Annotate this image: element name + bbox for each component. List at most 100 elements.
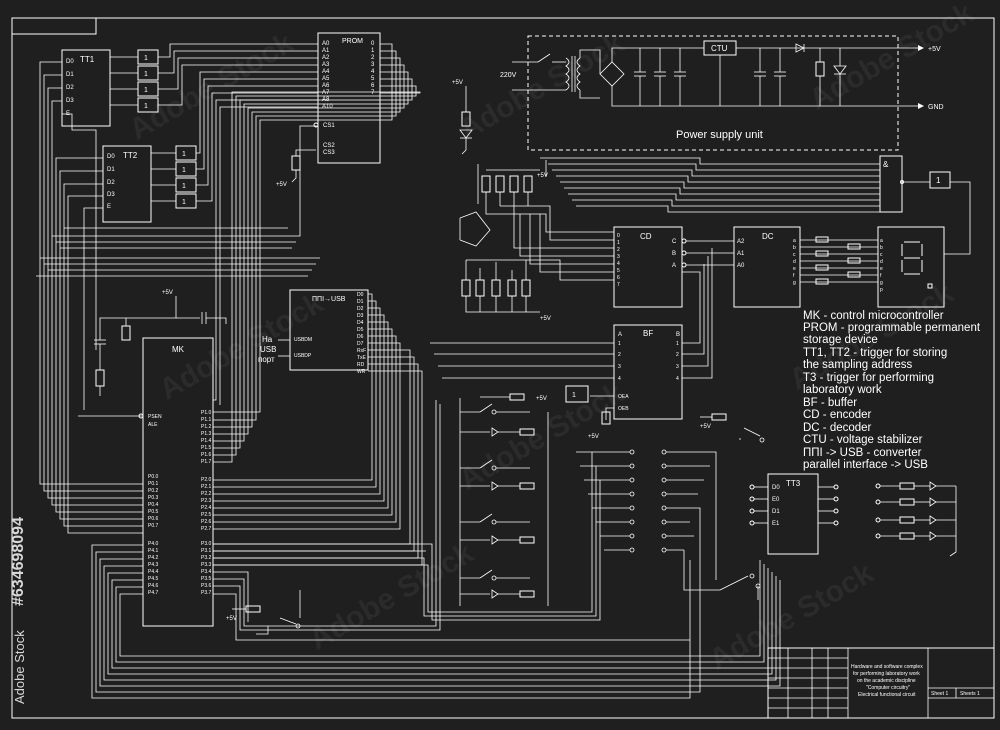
svg-text:2: 2	[371, 55, 375, 61]
svg-text:USBDP: USBDP	[294, 353, 312, 359]
svg-text:PROM: PROM	[342, 38, 363, 45]
svg-text:A5: A5	[322, 76, 330, 82]
ppi-usb-block: ППІ→USB D0 D1 D2 D3 D4 D5 D6 D7 RxF TxE …	[289, 289, 369, 375]
svg-text:on the academic discipline: on the academic discipline	[857, 678, 916, 684]
svg-text:E0: E0	[772, 497, 780, 503]
legend-line: T3 - trigger for performing	[803, 372, 935, 384]
legend-line: TT1, TT2 - trigger for storing	[803, 347, 948, 359]
legend-line: storage device	[803, 334, 878, 346]
svg-text:ППІ→USB: ППІ→USB	[312, 296, 346, 303]
svg-text:g: g	[793, 280, 796, 286]
tt3-block: TT3 D0 E0 D1 E1	[749, 473, 839, 555]
seven-segment-display: ab cd ef gp	[877, 181, 971, 308]
svg-text:P0.7: P0.7	[148, 523, 159, 529]
svg-text:p: p	[880, 287, 883, 293]
drawing-frame	[11, 17, 995, 719]
svg-text:+5V: +5V	[540, 316, 551, 322]
svg-text:TxE: TxE	[357, 355, 367, 361]
svg-text:B: B	[672, 251, 676, 257]
bf-switch	[700, 413, 765, 443]
svg-text:P3.7: P3.7	[201, 590, 212, 596]
svg-text:+5V: +5V	[276, 182, 287, 188]
svg-text:2: 2	[676, 352, 679, 358]
svg-text:GND: GND	[928, 104, 944, 111]
svg-text:A3: A3	[322, 62, 330, 68]
svg-text:D6: D6	[357, 334, 364, 340]
bottom-bus	[91, 400, 781, 699]
svg-text:B: B	[676, 332, 680, 338]
svg-text:P4.4: P4.4	[148, 569, 159, 575]
svg-text:P3.1: P3.1	[201, 548, 212, 554]
svg-text:b: b	[793, 245, 796, 251]
svg-text:P1.4: P1.4	[201, 438, 212, 444]
svg-text:2: 2	[618, 352, 621, 358]
svg-text:2: 2	[617, 247, 620, 253]
svg-text:3: 3	[618, 364, 621, 370]
svg-text:+5V: +5V	[162, 290, 173, 296]
and-gate: &	[879, 155, 930, 213]
svg-text:A6: A6	[322, 83, 330, 89]
legend-line: ППІ -> USB - converter	[803, 447, 922, 459]
svg-text:5: 5	[617, 268, 620, 274]
svg-text:3: 3	[676, 364, 679, 370]
switch-matrix	[576, 449, 761, 640]
svg-text:A: A	[672, 263, 676, 269]
svg-text:P4.6: P4.6	[148, 583, 159, 589]
svg-text:A2: A2	[737, 239, 745, 245]
svg-text:P1.3: P1.3	[201, 431, 212, 437]
prom-block: PROM A0 A1 A2 A3 A4 A5 A6 A7 A8 A10 0 1 …	[313, 32, 381, 164]
svg-text:P4.5: P4.5	[148, 576, 159, 582]
svg-text:P2.4: P2.4	[201, 505, 212, 511]
svg-text:c: c	[793, 252, 796, 258]
svg-text:P0.0: P0.0	[148, 474, 159, 480]
svg-text:P2.7: P2.7	[201, 526, 212, 532]
svg-text:D5: D5	[357, 327, 364, 333]
svg-text:a: a	[793, 238, 796, 244]
svg-text:e: e	[880, 266, 883, 272]
mk-switch	[232, 590, 301, 635]
svg-text:+5V: +5V	[928, 46, 941, 53]
legend-line: BF - buffer	[803, 397, 858, 409]
legend-line: DC - decoder	[803, 422, 872, 434]
svg-text:P0.6: P0.6	[148, 516, 159, 522]
svg-text:1: 1	[182, 151, 186, 158]
svg-text:P0.4: P0.4	[148, 502, 159, 508]
svg-text:D0: D0	[772, 485, 780, 491]
svg-text:+5V: +5V	[536, 396, 547, 402]
svg-text:TT1: TT1	[80, 55, 95, 64]
svg-text:P3.6: P3.6	[201, 583, 212, 589]
svg-text:+5V: +5V	[700, 424, 711, 430]
svg-text:1: 1	[144, 71, 148, 78]
svg-text:1: 1	[572, 392, 576, 399]
svg-text:RxF: RxF	[357, 348, 366, 354]
horizontal-bus	[36, 125, 320, 277]
svg-text:P0.2: P0.2	[148, 488, 159, 494]
svg-text:P4.0: P4.0	[148, 541, 159, 547]
legend-line: MK - control microcontroller	[803, 310, 944, 322]
svg-text:P1.6: P1.6	[201, 452, 212, 458]
svg-text:f: f	[880, 273, 882, 279]
bf-wires	[430, 248, 713, 420]
svg-text:CTU: CTU	[711, 44, 728, 53]
svg-text:P3.5: P3.5	[201, 576, 212, 582]
svg-text:&: &	[883, 160, 889, 169]
svg-text:A: A	[618, 332, 622, 338]
svg-text:CS1: CS1	[323, 123, 335, 129]
svg-text:1: 1	[182, 183, 186, 190]
svg-text:D2: D2	[66, 85, 74, 91]
svg-text:TT2: TT2	[123, 151, 138, 160]
svg-text:P1.7: P1.7	[201, 459, 212, 465]
svg-text:3: 3	[617, 254, 620, 260]
svg-text:P2.2: P2.2	[201, 491, 212, 497]
svg-text:A0: A0	[322, 41, 330, 47]
svg-text:A1: A1	[322, 48, 330, 54]
tt3-leds	[875, 481, 957, 557]
svg-text:e: e	[793, 266, 796, 272]
svg-text:b: b	[880, 245, 883, 251]
title-block: Hardware and software complex for perfor…	[767, 647, 995, 719]
svg-text:P2.0: P2.0	[201, 477, 212, 483]
svg-text:C: C	[672, 239, 677, 245]
svg-text:g: g	[880, 280, 883, 286]
legend-line: PROM - programmable permanent	[803, 322, 981, 334]
